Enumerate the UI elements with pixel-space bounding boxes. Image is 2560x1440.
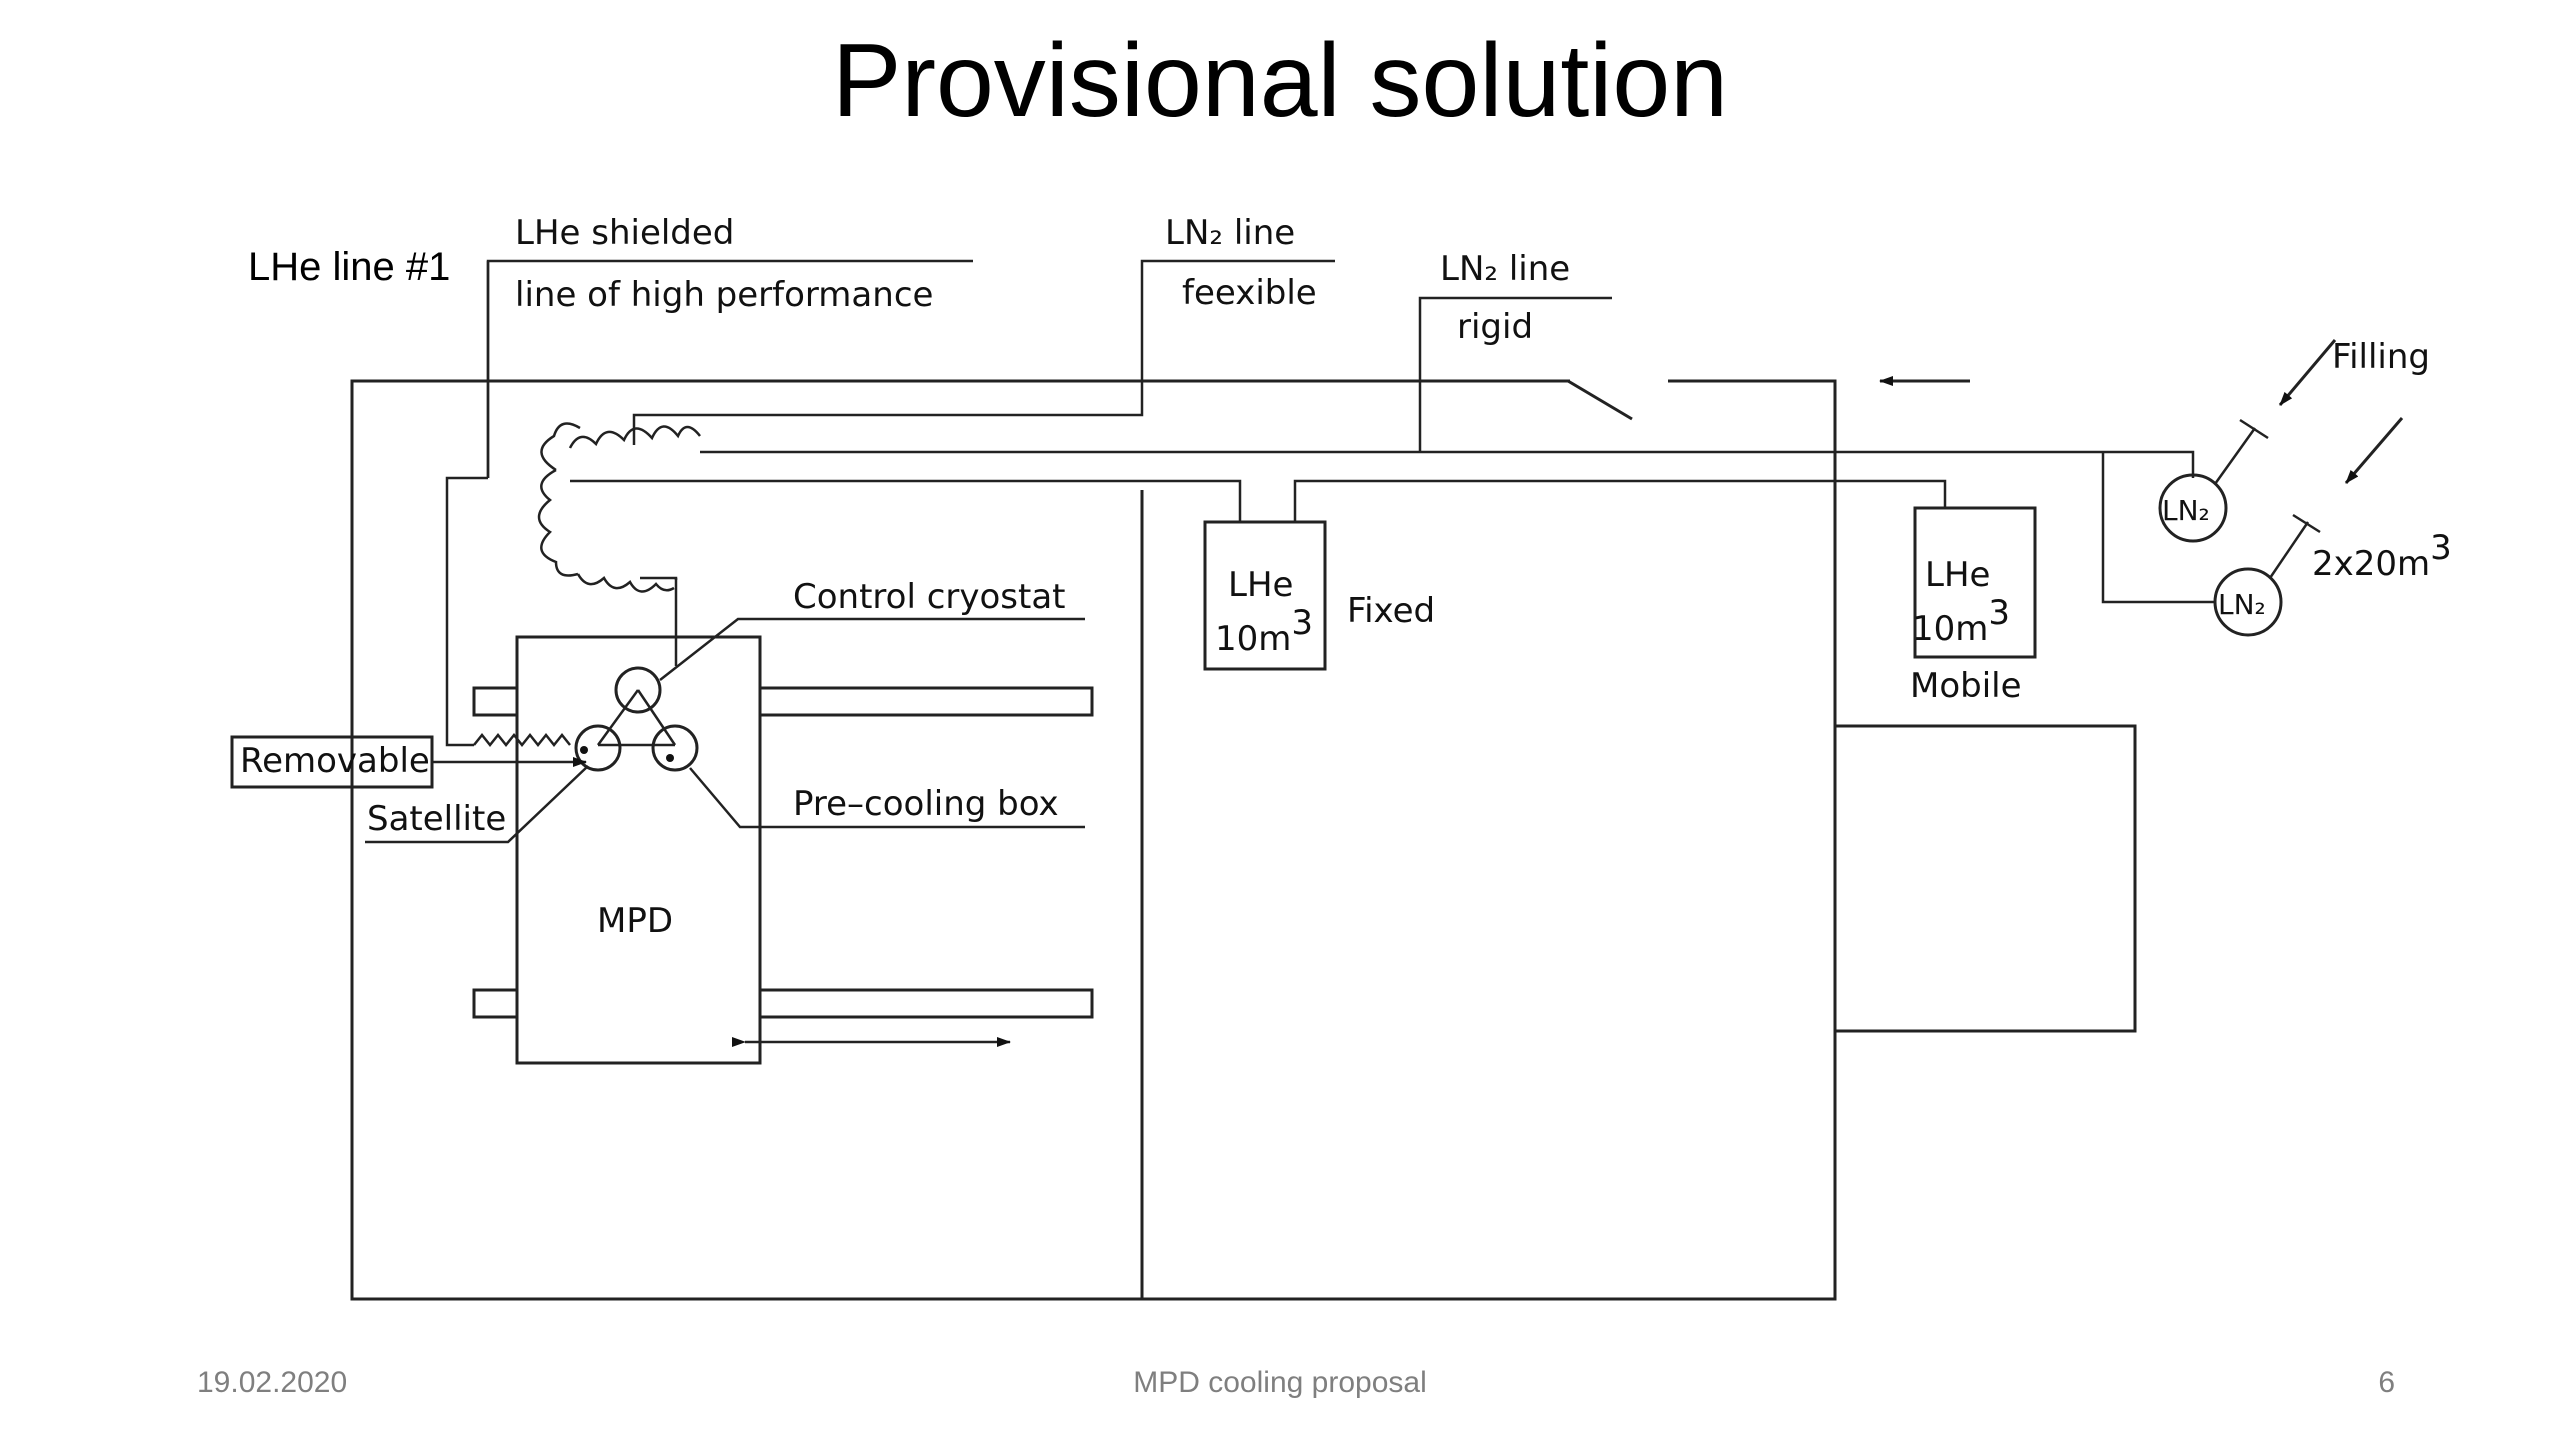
ln2-tank-1-label: LN₂ — [2162, 494, 2210, 527]
lhe-shielded-label-1: LHe shielded — [515, 213, 734, 253]
ln2-supply-branch — [2101, 452, 2215, 604]
satellite-leader — [365, 765, 589, 844]
lhe-line-title: LHe line #1 — [248, 245, 450, 289]
rail-upper-right — [758, 686, 1094, 717]
ln2-tank-2 — [2213, 567, 2283, 637]
pre-cooling-leader — [689, 767, 1085, 829]
ln2-flexible-label-2: feexible — [1182, 273, 1317, 313]
lhe-mobile-dewar — [1913, 506, 2037, 659]
pre-cooling-box-label: Pre–cooling box — [793, 784, 1059, 824]
mpd-body — [515, 635, 762, 1065]
lhe-fixed-dewar — [1203, 520, 1327, 671]
ln2-rigid-label-1: LN₂ line — [1440, 249, 1570, 289]
satellite-circle — [574, 724, 622, 772]
fixed-label: Fixed — [1347, 591, 1435, 631]
lhe-mobile-name: LHe — [1925, 555, 1990, 595]
lhe-mobile-line — [1293, 479, 1947, 522]
lhe-shielded-leader — [486, 259, 973, 478]
removable-label-box — [230, 735, 434, 789]
annex-outline — [1833, 724, 2137, 1033]
door-opening — [1567, 374, 1668, 421]
page-number: 6 — [2378, 1366, 2395, 1399]
rail-upper-left — [472, 686, 519, 717]
lhe-mobile-volume: 10m3 — [1912, 593, 2010, 649]
building-outline — [350, 379, 1837, 1301]
mobile-label: Mobile — [1910, 666, 2022, 706]
filling-label: Filling — [2332, 337, 2430, 377]
mpd-label: MPD — [597, 901, 673, 941]
rail-lower-right — [758, 988, 1094, 1019]
ln2-flexible-label-1: LN₂ line — [1165, 213, 1295, 253]
lhe-fixed-name: LHe — [1228, 565, 1293, 605]
coiled-flexible-hose — [537, 422, 701, 593]
lhe-shielded-label-2: line of high performance — [515, 275, 933, 315]
control-cryostat-label: Control cryostat — [793, 577, 1066, 617]
ln2-flexible-line — [632, 259, 1335, 445]
slide-title: Provisional solution — [831, 23, 1729, 139]
rail-lower-left — [472, 988, 519, 1019]
footer-title: MPD cooling proposal — [1133, 1366, 1427, 1399]
ln2-tank-capacity: 2x20m3 — [2312, 528, 2452, 584]
satellite-label: Satellite — [367, 799, 506, 839]
footer-date: 19.02.2020 — [197, 1366, 348, 1399]
control-cryostat-leader — [659, 617, 1085, 681]
control-cryostat-circle — [614, 666, 662, 714]
ln2-rigid-label-2: rigid — [1457, 307, 1533, 347]
ln2-supply-line — [700, 450, 2195, 478]
ln2-tank-1 — [2158, 473, 2228, 543]
ln2-tank-2-valve — [2268, 521, 2310, 579]
pre-cooling-box-circle — [651, 724, 699, 772]
removable-label: Removable — [240, 741, 430, 781]
spring-connector — [473, 732, 571, 748]
ln2-tank-1-valve — [2213, 427, 2257, 485]
cryostat-cluster — [574, 666, 699, 772]
lhe-transfer-line — [570, 479, 1242, 522]
ln2-tank-2-label: LN₂ — [2218, 588, 2266, 621]
lhe-fixed-volume: 10m3 — [1215, 603, 1313, 659]
filling-arrow-2 — [2344, 417, 2404, 484]
filling-arrow-1 — [2278, 339, 2337, 406]
removable-line — [445, 476, 488, 747]
ln2-rigid-leader — [1418, 296, 1612, 452]
